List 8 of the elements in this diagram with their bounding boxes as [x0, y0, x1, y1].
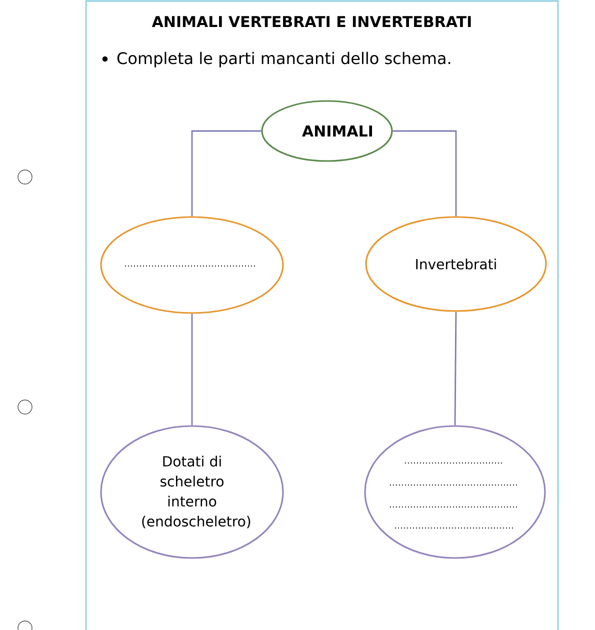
title: ANIMALI VERTEBRATI E INVERTEBRATI: [152, 16, 471, 27]
connector-line: [454, 312, 457, 426]
connector-line: [191, 314, 193, 426]
blank-ellipse: [100, 216, 284, 314]
instruction: Completa le parti mancanti dello schema.: [117, 52, 450, 68]
connector-line: [392, 130, 457, 216]
connector-line: [191, 130, 262, 216]
blank-ellipse: [364, 425, 546, 559]
